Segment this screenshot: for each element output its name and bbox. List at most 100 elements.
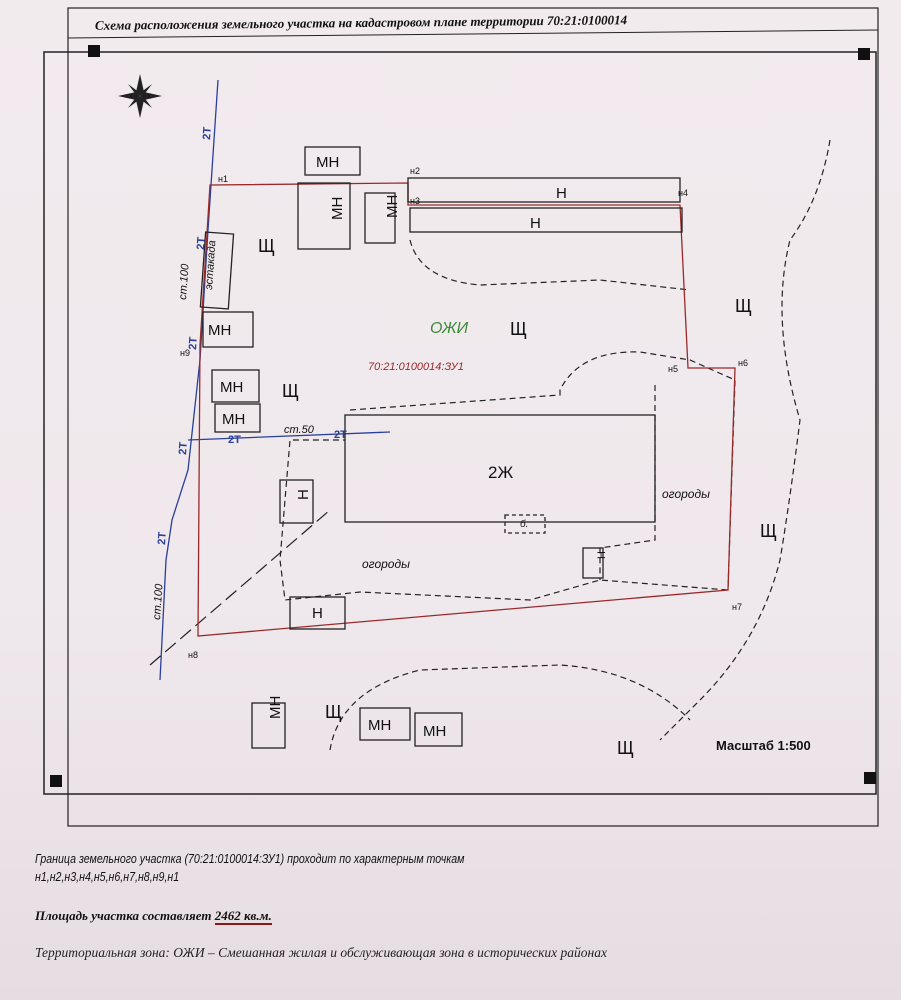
corner-mark: [50, 775, 62, 787]
buildings: [214, 403, 261, 433]
buildings: [409, 207, 683, 233]
compass-rose-icon: [136, 74, 144, 96]
building-label: МН: [329, 197, 346, 220]
buildings: [289, 596, 346, 630]
buildings: [279, 479, 314, 524]
buildings: [199, 231, 235, 310]
area-value: 2462 кв.м.: [214, 908, 272, 925]
boundary-points: н5: [668, 364, 678, 374]
contour-lines: [149, 509, 331, 666]
buildings: [364, 192, 396, 244]
building-label: Н: [596, 551, 608, 559]
map-label: огороды: [662, 487, 710, 501]
outer-frame: [67, 7, 879, 827]
building-label: Н: [530, 215, 541, 232]
map-label: Щ: [510, 319, 527, 339]
boundary-points-list: н1,н2,н3,н4,н5,н6,н7,н8,н9,н1: [35, 870, 180, 884]
utility-labels: 2Т: [334, 429, 347, 441]
map-label: ст.50: [284, 424, 315, 436]
compass-rose-icon: [128, 96, 140, 108]
parcel-id-label: 70:21:0100014:ЗУ1: [368, 361, 464, 373]
map-label: Щ: [735, 296, 752, 316]
map-label: Щ: [617, 738, 634, 758]
compass-rose-icon: [140, 92, 162, 100]
compass-rose-icon: [128, 84, 140, 96]
building-label: МН: [316, 154, 339, 171]
map-label: ст.100: [151, 583, 166, 621]
area-statement: Площадь участка составляет 2462 кв.м.: [35, 908, 272, 925]
buildings: [414, 712, 463, 747]
corner-mark: [858, 48, 870, 60]
compass-rose-icon: [140, 84, 152, 96]
buildings: [582, 547, 604, 579]
boundary-points: н7: [732, 602, 742, 612]
utility-labels: 2Т 2Т 2Т 2Т 2Т 2Т 2Т: [156, 126, 347, 545]
buildings: [407, 177, 681, 203]
compass-rose-icon: [136, 96, 144, 118]
buildings: [251, 702, 286, 749]
boundary-points: н3: [410, 196, 420, 206]
building-label: МН: [222, 411, 245, 428]
building-label: Н: [312, 605, 323, 622]
boundary-points: н9: [180, 348, 190, 358]
utility-line: [159, 79, 391, 681]
utility-line: [159, 79, 219, 681]
buildings: [297, 182, 351, 250]
corner-mark: [88, 45, 100, 57]
utility-labels: 2Т: [195, 236, 208, 250]
compass-rose-icon: [140, 96, 152, 108]
contour-lines: [149, 139, 831, 751]
map-label: ст.100: [177, 263, 192, 301]
map-label: б.: [520, 518, 528, 530]
building-label: Н: [556, 185, 567, 202]
utility-labels: 2Т: [201, 126, 214, 140]
utility-labels: 2Т: [228, 434, 241, 446]
map-label: Щ: [760, 521, 777, 541]
utility-labels: 2Т: [187, 336, 200, 350]
map-label: Щ: [282, 381, 299, 401]
contour-lines: [599, 385, 656, 580]
buildings: [304, 146, 361, 176]
building-label: МН: [384, 195, 401, 218]
map-label: Щ: [325, 702, 342, 722]
area-prefix: Площадь участка составляет: [35, 908, 215, 923]
utility-labels: 2Т: [156, 531, 169, 545]
compass-rose-icon: [118, 92, 140, 100]
map-frame: [43, 51, 877, 795]
building-label: МН: [220, 379, 243, 396]
boundary-points: н2: [410, 166, 420, 176]
buildings: [211, 369, 260, 403]
building-label: МН: [208, 322, 231, 339]
compass-rose-icon: [118, 74, 162, 118]
map-label: эстакада: [203, 240, 218, 290]
buildings: [504, 514, 546, 534]
territorial-zone: Территориальная зона: ОЖИ – Смешанная жи…: [35, 945, 607, 960]
buildings: [199, 146, 683, 749]
building-label: Н: [295, 489, 312, 500]
boundary-points: н1 н2 н3 н4 н5 н6 н7 н8 н9: [180, 166, 748, 660]
boundary-points: н8: [188, 650, 198, 660]
building-2zh: [344, 414, 656, 523]
boundary-points: н6: [738, 358, 748, 368]
building-label: МН: [368, 717, 391, 734]
map-label: огороды: [362, 557, 410, 571]
utility-line: [187, 431, 391, 441]
buildings: [202, 311, 254, 348]
scale-label: Масштаб 1:500: [716, 738, 811, 753]
zone-label: ОЖИ: [430, 320, 469, 337]
building-label: МН: [423, 723, 446, 740]
contour-lines: [659, 139, 831, 741]
building-2zh-label: 2Ж: [488, 463, 513, 482]
building-label: МН: [267, 696, 284, 719]
boundary-description: Граница земельного участка (70:21:010001…: [35, 852, 465, 866]
buildings: [359, 707, 411, 741]
map-label: Щ: [258, 236, 275, 256]
title-divider: [67, 29, 879, 39]
contour-lines: [279, 351, 736, 601]
cadastral-map: МН МН МН Н Н МН МН МН Н Н Н МН МН МН 2Ж …: [151, 154, 811, 758]
boundary-points: н4: [678, 188, 688, 198]
contour-lines: [409, 239, 691, 291]
boundary-points: н1: [218, 174, 228, 184]
